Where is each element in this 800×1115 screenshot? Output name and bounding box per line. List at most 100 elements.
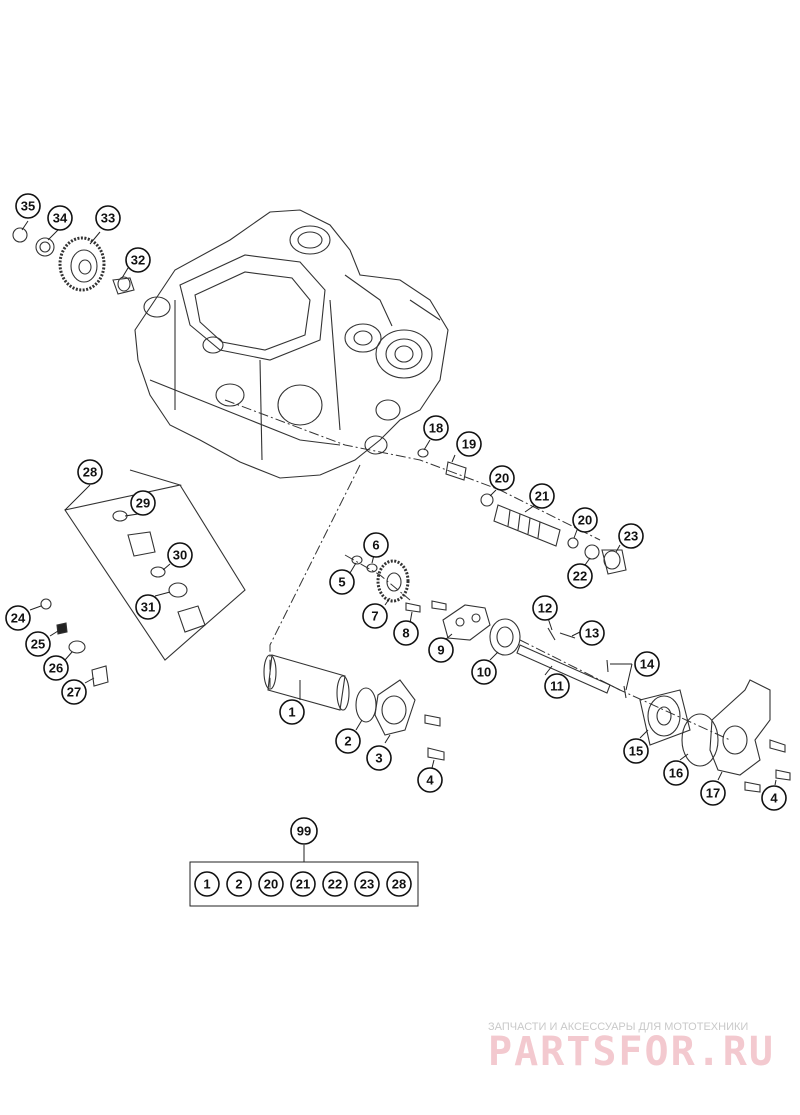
kit-item-label: 21 [296,877,310,892]
callout-14: 14 [634,651,660,677]
kit-item-label: 28 [392,877,406,892]
callout-32: 32 [125,247,151,273]
callout-9: 9 [428,637,454,663]
left-gear-parts [12,227,135,295]
callout-label: 34 [53,211,68,226]
callout-label: 24 [11,611,26,626]
o-ring-2 [355,687,377,723]
valve-29 [127,531,156,557]
callout-label: 10 [477,665,491,680]
pump-15 [639,689,691,746]
kit-item: 20 [258,871,284,897]
callout-label: 8 [402,626,409,641]
kit-28-box [64,469,246,661]
callout-35: 35 [15,193,41,219]
callout-label: 4 [770,791,778,806]
gasket-16 [681,713,719,767]
bolt-4b [427,747,445,761]
kit-item: 22 [322,871,348,897]
callout-label: 15 [629,744,643,759]
callout-label: 2 [344,734,351,749]
o-ring-20b [567,537,579,549]
callout-26: 26 [43,655,69,681]
callout-31: 31 [135,594,161,620]
gear-7 [376,559,410,603]
callout-7: 7 [362,603,388,629]
rotor-10 [489,618,521,656]
callout-label: 18 [429,421,443,436]
callout-22: 22 [567,563,593,589]
needle-bearing-32 [112,277,135,295]
callout-label: 5 [338,575,345,590]
bolt-8b [431,600,447,611]
kit-item: 28 [386,871,412,897]
bolt-8a [405,602,421,613]
callout-label: 13 [585,626,599,641]
callout-label: 26 [49,661,63,676]
callout-18: 18 [423,415,449,441]
callout-label: 17 [706,786,720,801]
watermark-tagline: ЗАПЧАСТИ И АКСЕССУАРЫ ДЛЯ МОТОТЕХНИКИ [488,1021,748,1033]
callout-label: 20 [578,513,592,528]
kit-item: 1 [194,871,220,897]
washer-22 [584,544,600,560]
callout-label: 33 [101,211,115,226]
callout-24: 24 [5,605,31,631]
engine-crankcase-drawing [134,209,449,479]
callout-label: 22 [573,569,587,584]
callout-19: 19 [456,431,482,457]
o-ring-20a [480,493,494,507]
seal-31 [177,605,206,633]
callout-27: 27 [61,679,87,705]
callout-label: 99 [297,824,311,839]
kit-item-label: 2 [235,877,242,892]
callout-29: 29 [130,490,156,516]
callout-label: 4 [426,773,434,788]
kit-item-label: 20 [264,877,278,892]
filter-parts [263,654,445,761]
oil-filter-1 [267,654,346,711]
callout-label: 7 [371,609,378,624]
circlip-5 [351,555,363,565]
kit-item: 21 [290,871,316,897]
callout-28: 28 [77,459,103,485]
plug-27 [91,665,109,687]
pin-12 [547,627,556,641]
callout-23: 23 [618,523,644,549]
watermark-brand: PARTSFOR.RU [488,1029,775,1075]
plate-9 [442,604,491,641]
pin-13 [559,632,576,639]
spring-25 [56,622,68,635]
shaft-21 [493,504,561,547]
callout-2: 2 [335,728,361,754]
callout-5: 5 [329,569,355,595]
callout-8: 8 [393,620,419,646]
watermark: ЗАПЧАСТИ И АКСЕССУАРЫ ДЛЯ МОТОТЕХНИКИ PA… [488,1021,775,1075]
callout-12: 12 [532,595,558,621]
kit-item-label: 23 [360,877,374,892]
callout-99: 99 [290,817,318,845]
callout-label: 11 [550,679,564,694]
callout-17: 17 [700,780,726,806]
o-ring-30 [150,566,166,578]
bolt-4a [424,714,441,727]
washer-6 [366,563,378,573]
callout-13: 13 [579,620,605,646]
callout-4b: 4 [761,785,787,811]
gear-33 [58,236,106,292]
callout-label: 28 [83,465,97,480]
callout-label: 21 [535,489,549,504]
plug-19 [445,461,467,481]
callout-11: 11 [544,673,570,699]
callout-label: 14 [640,657,655,672]
callout-label: 6 [372,538,379,553]
callout-label: 30 [173,548,187,563]
callout-label: 1 [288,705,295,720]
callout-label: 23 [624,529,638,544]
pins-14 [606,659,627,699]
callout-20a: 20 [489,465,515,491]
callout-20b: 20 [572,507,598,533]
kit-item: 2 [226,871,252,897]
callout-4a: 4 [417,767,443,793]
callout-label: 12 [538,601,552,616]
